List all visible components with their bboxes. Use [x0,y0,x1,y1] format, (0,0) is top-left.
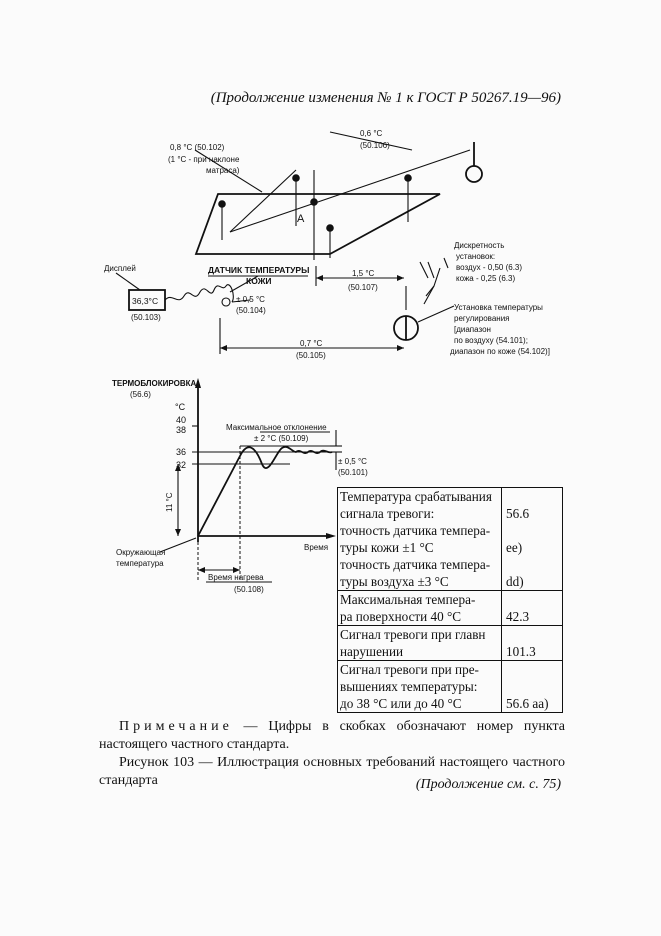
svg-text:(50.107): (50.107) [348,283,378,292]
svg-text:по воздуху (54.101);: по воздуху (54.101); [454,336,528,345]
table-row: Сигнал тревоги при главн нарушении 101.3 [337,625,563,661]
label-08: 0,8 °С (50.102) [170,143,225,152]
svg-text:(56.6): (56.6) [130,390,151,399]
svg-text:кожа - 0,25 (6.3): кожа - 0,25 (6.3) [456,274,515,283]
thermal-lockout-title: ТЕРМОБЛОКИРОВКА [112,379,196,388]
svg-text:(50.101): (50.101) [338,468,368,477]
display-caption: Дисплей [104,264,136,273]
ambient-label: Окружающая [116,548,165,557]
svg-text:± 2 °С (50.109): ± 2 °С (50.109) [254,434,309,443]
setpoint-label: Установка температуры [454,303,543,312]
label-06: 0,6 °С [360,129,383,138]
svg-text:диапазон по коже (54.102)]: диапазон по коже (54.102)] [450,347,550,356]
svg-text:КОЖИ: КОЖИ [246,276,271,286]
table-row: Температура срабатывания сигнала тревоги… [337,487,563,591]
discrete-label: Дискретность [454,241,504,250]
note-text: Примечание — Цифры в скобках обозначают … [99,719,565,752]
measure-line-06 [229,149,471,233]
svg-text:(50.106): (50.106) [360,141,390,150]
requirements-table: Температура срабатывания сигнала тревоги… [337,487,563,713]
tick-38: 38 [176,425,186,435]
table-row: Сигнал тревоги при пре- вышениях темпера… [337,660,563,713]
figure-caption: Рисунок 103 — Иллюстрация основных требо… [99,755,565,788]
svg-text:(50.103): (50.103) [131,313,161,322]
svg-text:матраса): матраса) [206,166,240,175]
header-continuation: (Продолжение изменения № 1 к ГОСТ Р 5026… [210,90,561,106]
svg-text:°С: °С [175,402,186,412]
sensor-title: ДАТЧИК ТЕМПЕРАТУРЫ [208,265,309,275]
tick-36: 36 [176,447,186,457]
svg-text:установок:: установок: [456,252,495,261]
svg-text:воздух - 0,50 (6.3): воздух - 0,50 (6.3) [456,263,522,272]
svg-text:температура: температура [116,559,164,568]
svg-text:(50.108): (50.108) [234,585,264,594]
delta-11: 11 °С [165,492,174,512]
sensor-cable [164,284,234,303]
svg-text:(1 °С - при наклоне: (1 °С - при наклоне [168,155,240,164]
svg-text:регулирования: регулирования [454,314,510,323]
tick-32: 32 [176,460,186,470]
display-value: 36,3°С [132,296,158,306]
svg-text:[диапазон: [диапазон [454,325,491,334]
svg-text:± 0,5 °С: ± 0,5 °С [236,295,265,304]
svg-text:± 0,5 °С: ± 0,5 °С [338,457,367,466]
mattress-outline [194,193,441,255]
label-15: 1,5 °С [352,269,375,278]
max-deviation-label: Максимальное отклонение [226,423,327,432]
time-label: Время [304,543,328,552]
footer-continuation: (Продолжение см. с. 75) [415,777,561,792]
table-row: Максимальная темпера- ра поверхности 40 … [337,590,563,626]
heat-time-label: Время нагрева [208,573,264,582]
note-block: Примечание — Цифры в скобках обозначают … [99,718,565,790]
svg-text:(50.104): (50.104) [236,306,266,315]
label-a: А [297,213,305,225]
tick-40: 40 [176,415,186,425]
label-07: 0,7 °С [300,339,323,348]
temperature-curve [197,446,333,537]
svg-text:(50.105): (50.105) [296,351,326,360]
